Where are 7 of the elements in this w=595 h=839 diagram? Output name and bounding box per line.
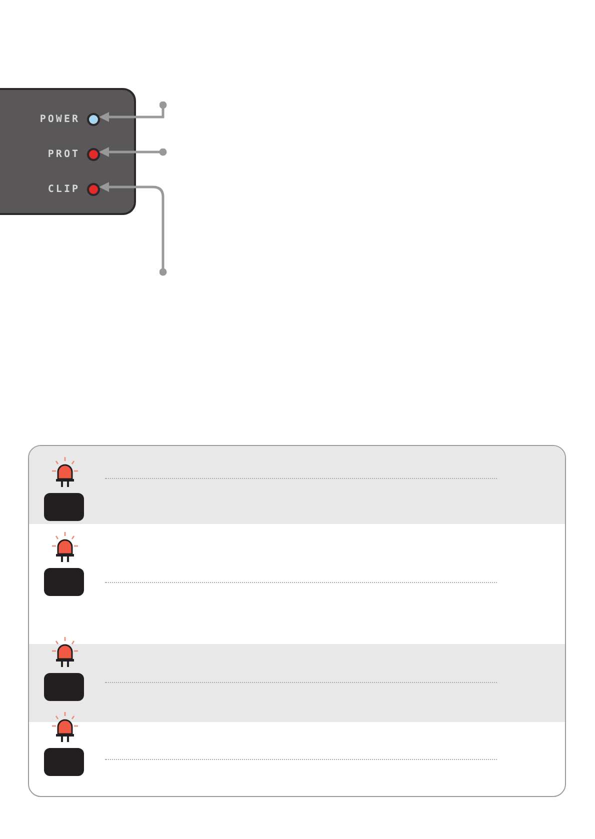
indicator-label: CLIP [48, 184, 80, 194]
indicator-label: POWER [40, 114, 80, 124]
indicator-panel [0, 88, 136, 215]
indicator-label: PROT [48, 148, 80, 160]
leader-line [99, 101, 167, 122]
leader-line [99, 182, 167, 276]
leader-line [99, 147, 167, 157]
